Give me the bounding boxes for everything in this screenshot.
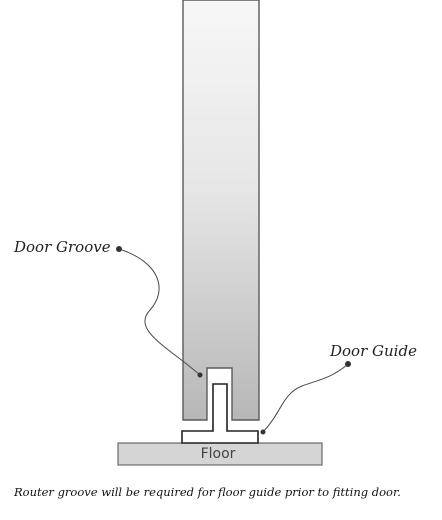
door-groove-label: Door Groove [14, 238, 111, 256]
floor-guide [181, 383, 259, 444]
door-groove-leader [118, 248, 201, 376]
door-guide-dot [345, 361, 351, 367]
door-groove-dot [116, 246, 122, 252]
door-guide-target-dot [260, 429, 266, 435]
door-guide-leader [262, 363, 349, 433]
door-panel [182, 0, 260, 421]
floor-label: Floor [200, 446, 236, 462]
diagram-caption: Router groove will be required for floor… [14, 485, 401, 499]
door-groove-target-dot [197, 372, 203, 378]
door-guide-label: Door Guide [330, 342, 417, 360]
